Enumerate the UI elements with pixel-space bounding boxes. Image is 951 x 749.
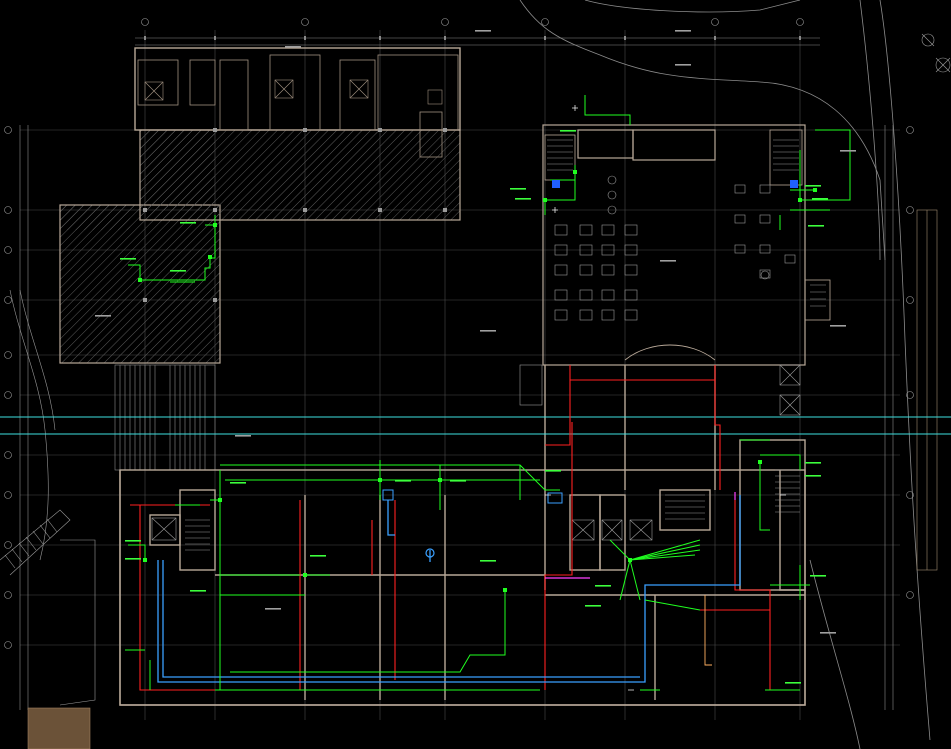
tiny-label-mark (675, 64, 691, 66)
lounge-seat (734, 184, 746, 194)
tiny-label-mark (285, 46, 301, 48)
dining-table (624, 309, 638, 321)
dimension-lines (19, 37, 894, 710)
stair-treads (547, 139, 826, 307)
lounge-seat (759, 184, 771, 194)
tiny-label-mark (310, 555, 326, 557)
tiny-label-mark (510, 188, 526, 190)
dining-table (579, 264, 593, 276)
dining-table (601, 264, 615, 276)
round-table (760, 270, 770, 280)
tiny-label-mark (230, 482, 246, 484)
tiny-label-mark (265, 608, 281, 610)
lower-stairs (185, 469, 800, 551)
red-pipe-system (130, 365, 771, 691)
dining-table (554, 264, 568, 276)
lounge-seat (734, 214, 746, 224)
tiny-label-mark (812, 198, 828, 200)
tiny-label-mark (480, 560, 496, 562)
round-table (607, 205, 617, 215)
lounge-seat (734, 244, 746, 254)
dining-table (554, 224, 568, 236)
blue-equipment (382, 180, 798, 558)
lounge-seat (784, 254, 796, 264)
dining-table (624, 264, 638, 276)
tiny-label-mark (810, 575, 826, 577)
lounge-seat (759, 269, 771, 279)
tiny-label-mark (660, 260, 676, 262)
annotation-labels (95, 30, 856, 684)
round-table (607, 190, 617, 200)
paved-area-lower-left (27, 707, 91, 749)
dining-furniture (554, 175, 796, 321)
tiny-label-mark (820, 632, 836, 634)
dining-table (579, 224, 593, 236)
white-marks (545, 105, 786, 691)
grid-bubbles (4, 18, 914, 649)
dining-table (624, 289, 638, 301)
tiny-label-mark (480, 330, 496, 332)
tiny-label-mark (190, 590, 206, 592)
tree-symbols (916, 33, 951, 571)
dining-table (601, 289, 615, 301)
tiny-label-mark (450, 480, 466, 482)
tiny-label-mark (120, 258, 136, 260)
cyan-reference-lines (0, 416, 951, 435)
blue-pipe-system (157, 495, 741, 683)
tiny-label-mark (180, 222, 196, 224)
dining-table (579, 289, 593, 301)
site-boundary-curves (519, 0, 931, 749)
orange-pipe (704, 595, 712, 666)
tiny-label-mark (595, 585, 611, 587)
dining-table (579, 309, 593, 321)
tiny-label-mark (808, 225, 824, 227)
tiny-label-mark (585, 605, 601, 607)
dining-table (624, 224, 638, 236)
existing-building-hatched (59, 47, 461, 364)
tiny-label-mark (840, 150, 856, 152)
lounge-seat (759, 214, 771, 224)
tiny-label-mark (170, 270, 186, 272)
dining-table (554, 309, 568, 321)
dining-table (601, 244, 615, 256)
dining-table (554, 289, 568, 301)
tiny-label-mark (545, 470, 561, 472)
tiny-label-mark (95, 315, 111, 317)
tiny-label-mark (125, 540, 141, 542)
dining-table (601, 224, 615, 236)
tiny-label-mark (515, 198, 531, 200)
tiny-label-mark (785, 682, 801, 684)
tiny-label-mark (675, 30, 691, 32)
tiny-label-mark (830, 325, 846, 327)
dining-table (601, 309, 615, 321)
lounge-seat (759, 244, 771, 254)
magenta-pipe (545, 492, 736, 579)
dimension-ticks (144, 36, 801, 40)
tiny-label-mark (395, 480, 411, 482)
tiny-label-mark (805, 185, 821, 187)
tiny-label-mark (235, 435, 251, 437)
round-table (607, 175, 617, 185)
tiny-label-mark (475, 30, 491, 32)
upper-right-building (542, 124, 831, 366)
ramp-stripes (114, 364, 216, 471)
green-pipe-system (125, 95, 851, 691)
dining-table (579, 244, 593, 256)
tiny-label-mark (805, 462, 821, 464)
tiny-label-mark (560, 130, 576, 132)
green-valve-nodes (138, 170, 817, 592)
exterior-stair-ramp (0, 289, 96, 706)
dining-table (624, 244, 638, 256)
tiny-label-mark (805, 475, 821, 477)
tiny-label-mark (125, 558, 141, 560)
dining-table (554, 244, 568, 256)
